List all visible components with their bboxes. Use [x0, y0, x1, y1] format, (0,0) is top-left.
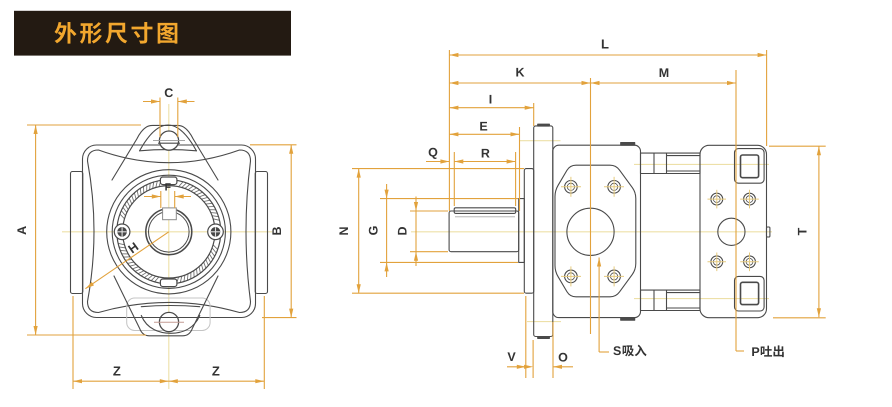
svg-text:Q: Q	[428, 146, 438, 160]
svg-text:M: M	[659, 66, 669, 80]
svg-text:B: B	[270, 226, 284, 235]
svg-text:E: E	[479, 120, 487, 134]
svg-text:G: G	[367, 226, 381, 236]
svg-text:P: P	[751, 345, 759, 359]
svg-text:I: I	[489, 93, 492, 107]
svg-text:V: V	[507, 350, 516, 364]
svg-text:Z: Z	[113, 364, 121, 379]
svg-text:N: N	[337, 226, 351, 235]
svg-text:O: O	[558, 351, 568, 365]
svg-text:L: L	[601, 37, 609, 52]
svg-text:T: T	[796, 227, 810, 235]
svg-text:S: S	[613, 344, 621, 358]
svg-text:R: R	[481, 147, 490, 161]
svg-text:C: C	[164, 86, 173, 100]
svg-text:D: D	[396, 226, 410, 235]
svg-text:K: K	[515, 66, 524, 80]
svg-text:A: A	[15, 226, 29, 235]
svg-text:Z: Z	[212, 364, 220, 379]
svg-text:F: F	[165, 182, 172, 194]
